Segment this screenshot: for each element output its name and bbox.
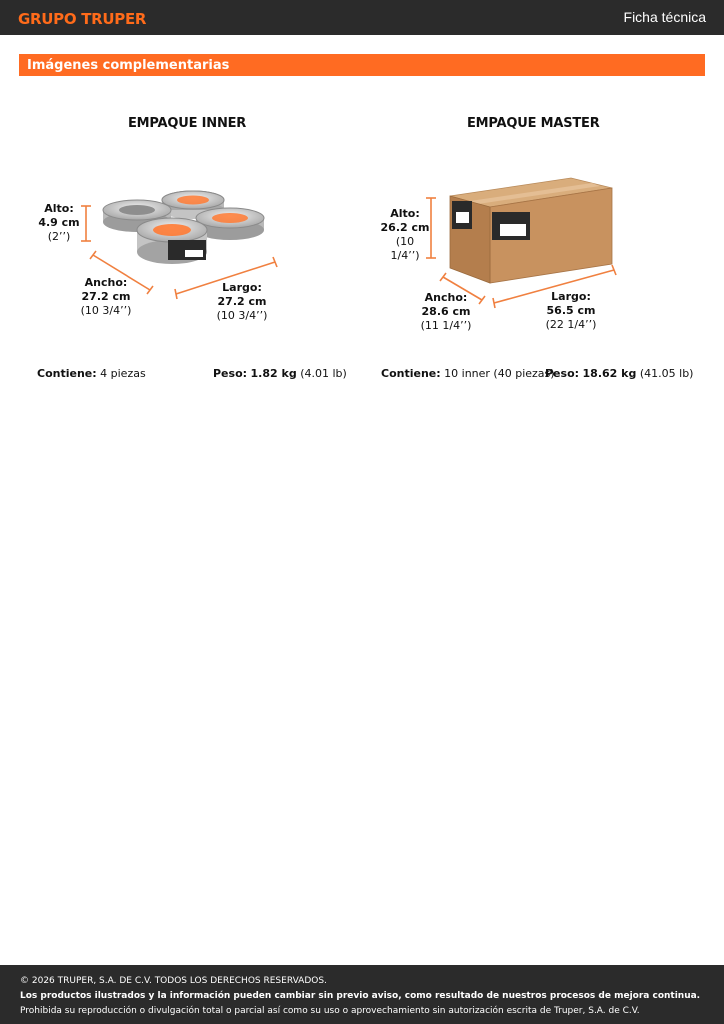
inner-ancho-dimension: Ancho: 27.2 cm (10 3/4’’) <box>80 276 132 317</box>
brand-logo: GRUPO TRUPER <box>18 10 147 28</box>
tape-roll-right <box>195 207 265 240</box>
master-package-title: EMPAQUE MASTER <box>467 116 600 131</box>
inner-alto-dimension: Alto: 4.9 cm (2’’) <box>38 202 80 243</box>
footer: © 2026 TRUPER, S.A. DE C.V. TODOS LOS DE… <box>0 965 724 1024</box>
master-ancho-dimension: Ancho: 28.6 cm (11 1/4’’) <box>420 291 472 332</box>
inner-largo-dimension: Largo: 27.2 cm (10 3/4’’) <box>216 281 268 322</box>
master-box-image <box>426 177 617 309</box>
tape-roll-front <box>136 217 208 264</box>
master-contents: Contiene: 10 inner (40 piezas) <box>381 367 555 380</box>
section-header: Imágenes complementarias <box>19 54 705 76</box>
inner-package-title: EMPAQUE INNER <box>128 116 247 131</box>
master-weight: Peso: 18.62 kg (41.05 lb) <box>545 367 694 380</box>
footer-prohibition: Prohibida su reproducción o divulgación … <box>20 1006 640 1016</box>
inner-package-image <box>81 190 278 300</box>
footer-copyright: © 2026 TRUPER, S.A. DE C.V. TODOS LOS DE… <box>20 976 327 986</box>
inner-contents: Contiene: 4 piezas <box>37 367 146 380</box>
footer-notice: Los productos ilustrados y la informació… <box>20 991 701 1001</box>
master-alto-dimension: Alto: 26.2 cm (10 1/4’’) <box>380 207 430 262</box>
top-bar: GRUPO TRUPER Ficha técnica <box>0 0 724 35</box>
master-largo-dimension: Largo: 56.5 cm (22 1/4’’) <box>545 290 597 331</box>
inner-weight: Peso: 1.82 kg (4.01 lb) <box>213 367 347 380</box>
document-type: Ficha técnica <box>623 9 706 25</box>
